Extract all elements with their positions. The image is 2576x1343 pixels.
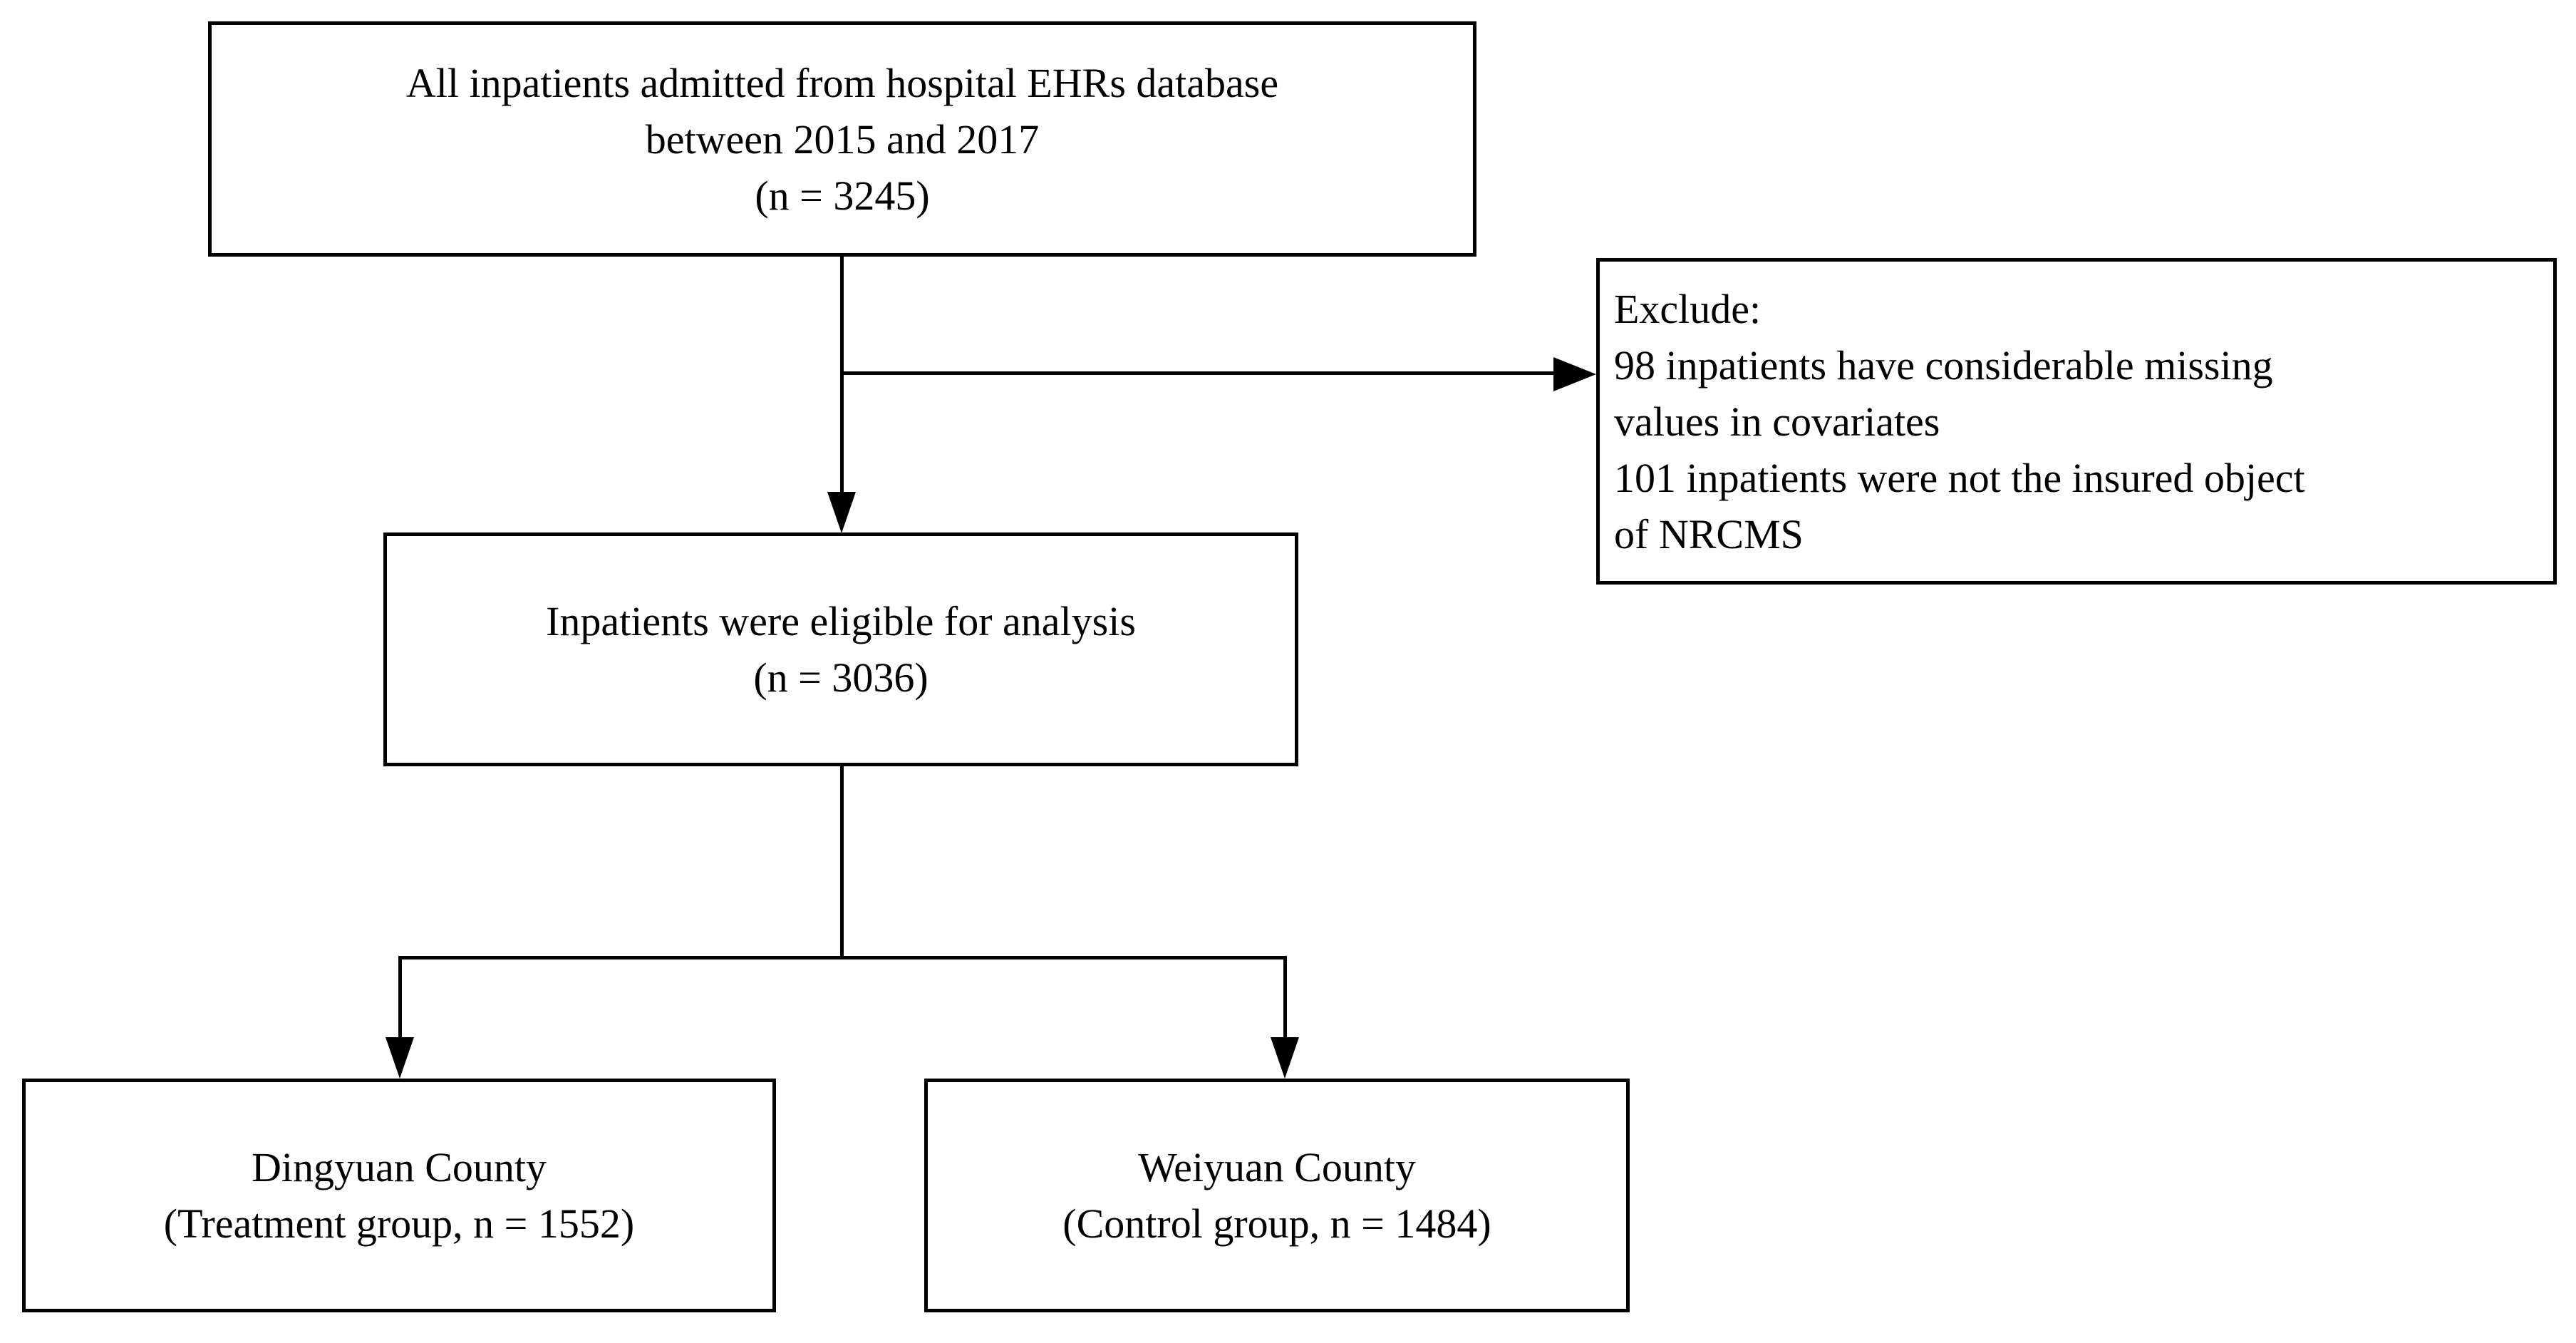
- box-exclusions: Exclude: 98 inpatients have considerable…: [1596, 258, 2557, 585]
- treatment-count: (Treatment group, n = 1552): [163, 1200, 635, 1247]
- arrowhead-right-exclusions-icon: [1553, 357, 1596, 391]
- box-source-population: All inpatients admitted from hospital EH…: [208, 21, 1476, 257]
- connector-source-to-eligible: [840, 257, 844, 493]
- source-line-1: All inpatients admitted from hospital EH…: [405, 59, 1279, 106]
- source-count: (n = 3245): [755, 172, 930, 219]
- exclude-line-4: of NRCMS: [1614, 510, 1804, 557]
- exclude-line-2: values in covariates: [1614, 398, 1940, 445]
- box-control-group: Weiyuan County (Control group, n = 1484): [924, 1079, 1630, 1312]
- exclude-title: Exclude:: [1614, 285, 1762, 332]
- connector-eligible-to-split: [840, 766, 844, 957]
- box-eligible-for-analysis: Inpatients were eligible for analysis (n…: [383, 532, 1298, 766]
- treatment-line-1: Dingyuan County: [251, 1144, 547, 1190]
- connector-split-bar: [398, 956, 1287, 959]
- eligible-line-1: Inpatients were eligible for analysis: [546, 598, 1136, 644]
- control-count: (Control group, n = 1484): [1062, 1200, 1491, 1247]
- exclude-line-1: 98 inpatients have considerable missing: [1614, 341, 2273, 389]
- eligible-count: (n = 3036): [753, 654, 929, 701]
- arrowhead-down-treatment-icon: [386, 1037, 414, 1079]
- box-treatment-group: Dingyuan County (Treatment group, n = 15…: [22, 1079, 776, 1312]
- connector-split-to-control: [1283, 956, 1287, 1039]
- arrowhead-down-eligible-icon: [827, 492, 856, 533]
- source-line-2: between 2015 and 2017: [645, 115, 1040, 163]
- control-line-1: Weiyuan County: [1138, 1144, 1416, 1190]
- exclude-line-3: 101 inpatients were not the insured obje…: [1614, 454, 2305, 501]
- connector-to-exclusions: [840, 371, 1553, 375]
- connector-split-to-treatment: [398, 956, 402, 1039]
- arrowhead-down-control-icon: [1271, 1037, 1299, 1079]
